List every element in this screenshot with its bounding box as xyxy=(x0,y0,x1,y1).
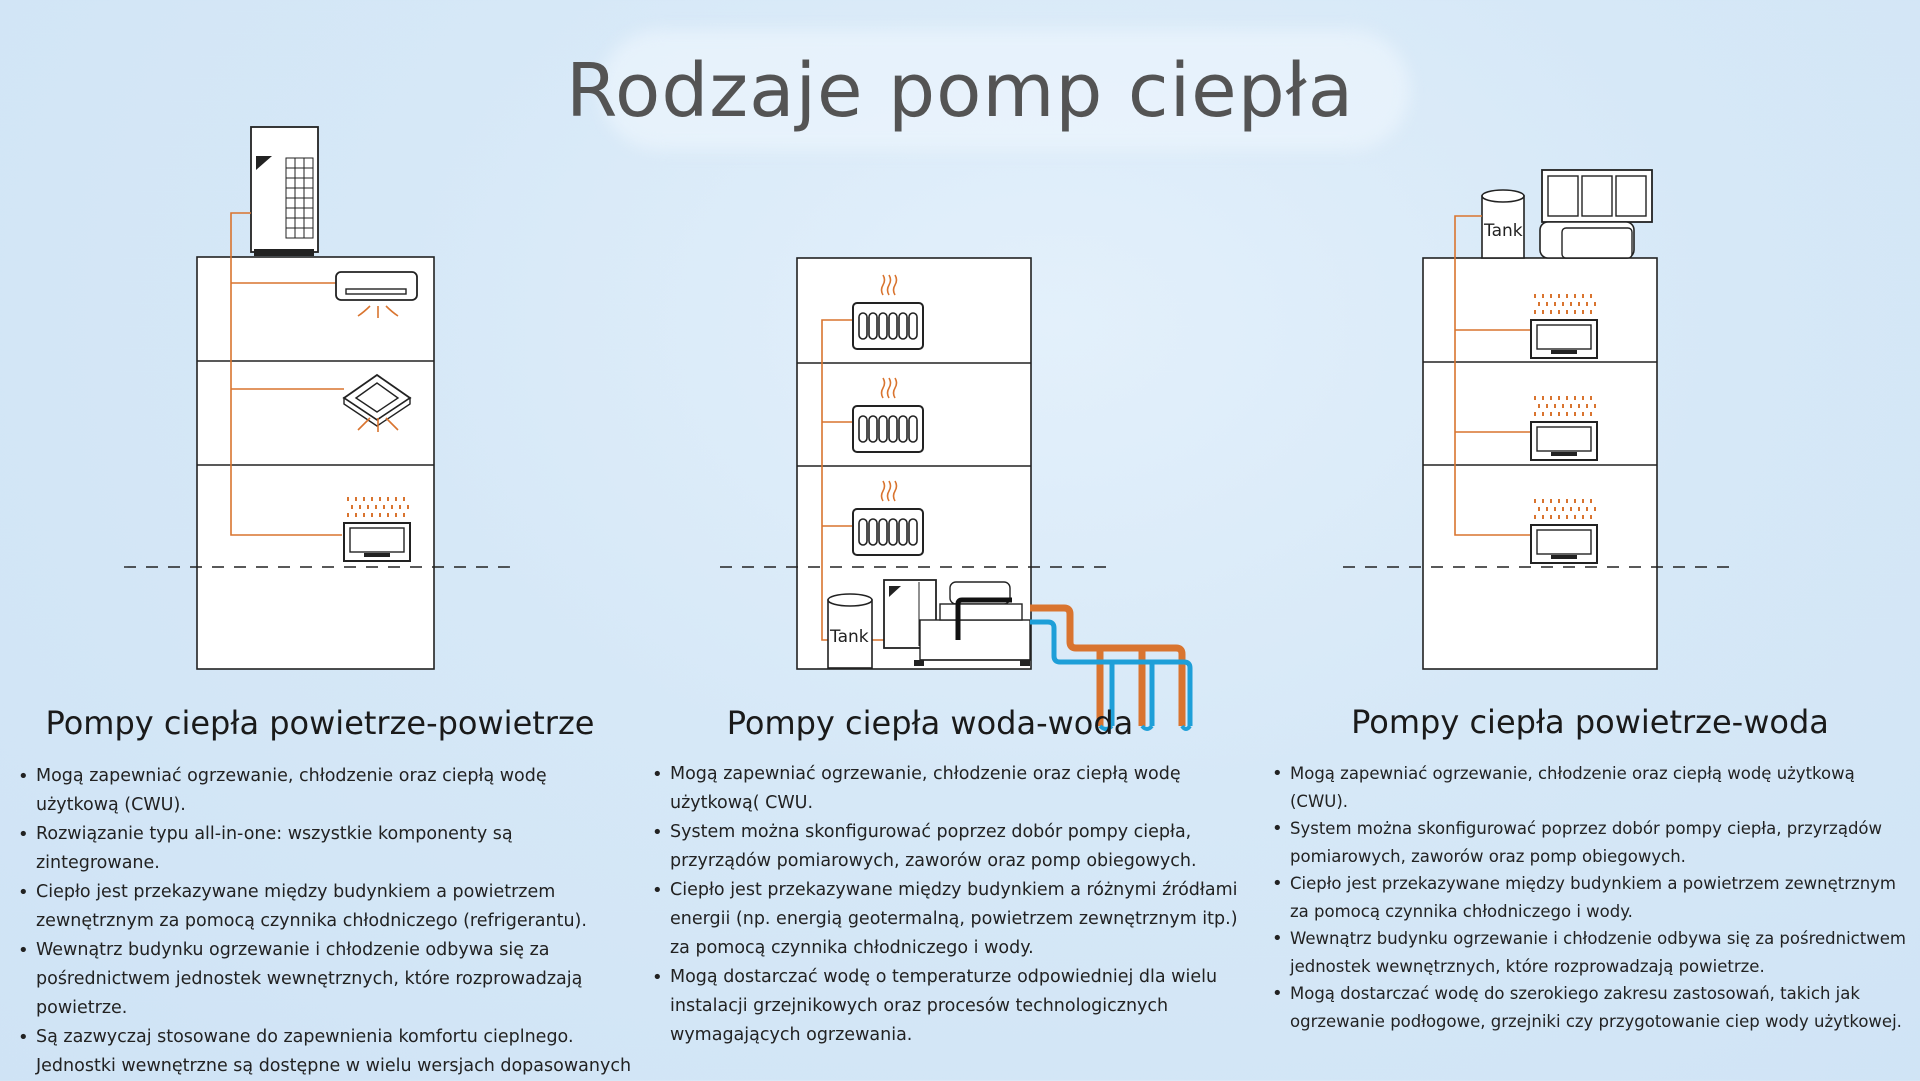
heat-pump-unit-icon xyxy=(883,579,1031,666)
list-item: System można skonfigurować poprzez dobór… xyxy=(648,818,1248,876)
bullets-water-water: Mogą zapewniać ogrzewanie, chłodzenie or… xyxy=(648,760,1248,1050)
refrigerant-lines xyxy=(230,212,344,536)
tank-label: Tank xyxy=(829,627,869,647)
list-item: Mogą zapewniać ogrzewanie, chłodzenie or… xyxy=(648,760,1248,818)
list-item: Ciepło jest przekazywane między budynkie… xyxy=(648,876,1248,963)
water-circuit-lines xyxy=(1454,215,1531,536)
tank-icon: Tank xyxy=(1481,189,1525,259)
list-item: Mogą dostarczać wodę o temperaturze odpo… xyxy=(648,963,1248,1050)
list-item: Wewnątrz budynku ogrzewanie i chłodzenie… xyxy=(1268,925,1908,980)
tank-icon: Tank xyxy=(827,593,873,669)
list-item: Rozwiązanie typu all-in-one: wszystkie k… xyxy=(14,820,634,878)
title-backdrop xyxy=(600,30,1410,150)
heading-water-water: Pompy ciepła woda-woda xyxy=(726,704,1134,742)
heading-air-water: Pompy ciepła powietrze-woda xyxy=(1351,703,1829,741)
list-item: Wewnątrz budynku ogrzewanie i chłodzenie… xyxy=(14,936,634,1023)
ground-loop-pipes xyxy=(1030,604,1193,731)
list-item: Są zazwyczaj stosowane do zapewnienia ko… xyxy=(14,1023,634,1081)
list-item: Mogą zapewniać ogrzewanie, chłodzenie or… xyxy=(1268,760,1908,815)
list-item: System można skonfigurować poprzez dobór… xyxy=(1268,815,1908,870)
list-item: Mogą dostarczać wodę do szerokiego zakre… xyxy=(1268,980,1908,1035)
heading-air-air: Pompy ciepła powietrze-powietrze xyxy=(45,704,595,742)
outdoor-unit-icon xyxy=(1539,169,1653,259)
bullets-air-air: Mogą zapewniać ogrzewanie, chłodzenie or… xyxy=(14,762,634,1081)
outdoor-unit-icon xyxy=(250,126,319,256)
wall-split-unit-icon xyxy=(335,271,418,318)
list-item: Mogą zapewniać ogrzewanie, chłodzenie or… xyxy=(14,762,634,820)
building-air-air xyxy=(124,256,510,670)
tank-label: Tank xyxy=(1483,221,1523,241)
list-item: Ciepło jest przekazywane między budynkie… xyxy=(1268,870,1908,925)
list-item: Ciepło jest przekazywane między budynkie… xyxy=(14,878,634,936)
bullets-air-water: Mogą zapewniać ogrzewanie, chłodzenie or… xyxy=(1268,760,1908,1035)
ceiling-cassette-icon xyxy=(342,373,412,432)
page-title: Rodzaje pomp ciepła xyxy=(565,48,1355,134)
